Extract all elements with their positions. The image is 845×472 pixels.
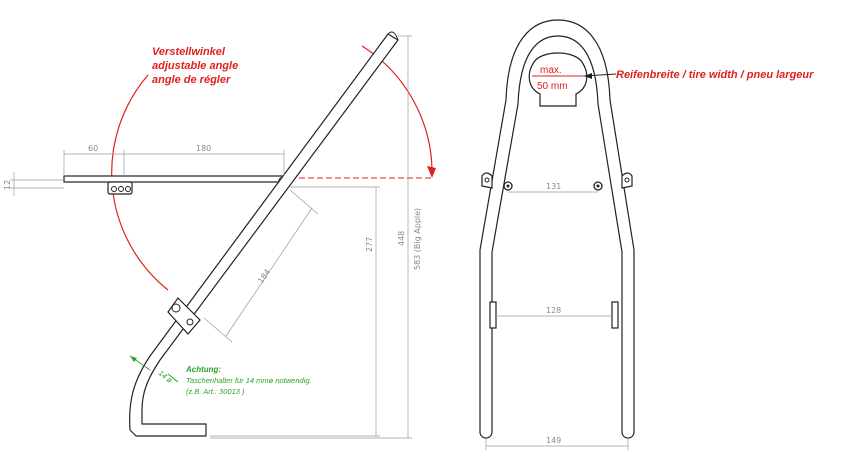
bracket-hole-2 — [186, 318, 194, 326]
tube-end-cap — [387, 31, 399, 41]
max-label: max. — [540, 65, 562, 76]
u-frame-outer — [479, 19, 635, 439]
dim-180: 180 — [196, 144, 211, 153]
dim-131: 131 — [546, 182, 561, 191]
diagonal-tube — [129, 33, 399, 437]
tire-width-note: Reifenbreite / tire width / pneu largeur — [616, 69, 814, 81]
dim-184: 184 — [256, 267, 272, 285]
warning-line-2: (z.B. Art.: 30013 ) — [186, 387, 245, 396]
angle-note-fr: angle de régler — [152, 74, 231, 86]
dim-12: 12 — [3, 180, 12, 190]
arm-hole-3 — [125, 186, 131, 192]
max-value: 50 mm — [537, 81, 568, 92]
right-ear — [621, 172, 633, 189]
dim-448: 448 — [397, 231, 406, 246]
tire-slot — [528, 52, 588, 107]
arc-arrow-head — [427, 166, 436, 178]
dim-128: 128 — [546, 306, 561, 315]
warning-title: Achtung: — [185, 365, 221, 374]
left-clamp — [489, 301, 497, 329]
front-view: max. 50 mm Reifenbreite / tire width / p… — [479, 19, 814, 450]
right-clamp — [611, 301, 619, 329]
dim-277: 277 — [365, 237, 374, 252]
dia-line-2 — [167, 373, 179, 383]
dim-14: 14 ø — [157, 368, 175, 385]
dim-583: 583 (Big Apple) — [413, 208, 422, 270]
arm-hole-1 — [111, 186, 117, 192]
side-view: 60 180 12 184 277 448 583 (Big Apple) 14… — [3, 31, 436, 439]
arm-hole-2 — [118, 186, 124, 192]
horizontal-arm — [63, 175, 285, 183]
left-ear — [481, 172, 493, 189]
angle-note-en: adjustable angle — [152, 60, 238, 72]
warning-line-1: Taschenhalter für 14 mmø notwendig. — [186, 376, 312, 385]
angle-note-de: Verstellwinkel — [152, 46, 226, 58]
dim-149: 149 — [546, 436, 561, 445]
bracket-hole-1 — [171, 303, 181, 313]
tube-bracket — [167, 297, 201, 335]
dim-60: 60 — [88, 144, 98, 153]
